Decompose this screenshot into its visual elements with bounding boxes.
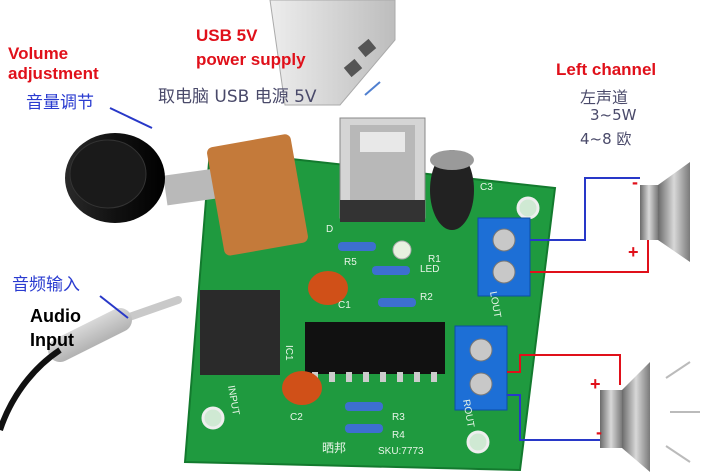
silk-r5: R5	[344, 257, 357, 268]
capacitor-c1	[308, 271, 348, 305]
impedance-spec: 4~8 欧	[580, 130, 632, 148]
left-wire-positive	[530, 232, 649, 273]
silk-r4: R4	[392, 430, 405, 441]
resistors	[338, 242, 416, 433]
capacitor-c2	[282, 371, 322, 405]
audio-label-en: Audio Input	[30, 306, 81, 350]
silk-rout: ROUT	[460, 399, 476, 429]
usb-label-cn: 取电脑 USB 电源 5V	[158, 87, 317, 107]
left-speaker-icon	[640, 162, 690, 262]
capacitor-c3	[430, 150, 474, 230]
silk-c3: C3	[480, 182, 493, 193]
silk-r3: R3	[392, 412, 405, 423]
audio-jack-socket	[200, 290, 280, 375]
audio-plug-icon	[0, 296, 182, 431]
right-minus: -	[596, 422, 602, 442]
ic-chip	[305, 322, 445, 374]
audio-arrow-icon	[99, 295, 129, 319]
silk-input: INPUT	[225, 385, 241, 416]
left-channel-label-en: Left channel	[556, 60, 657, 79]
silk-d: D	[326, 224, 333, 235]
audio-label-cn: 音频输入	[12, 275, 80, 295]
silk-brand: 晒邦	[322, 441, 346, 455]
led	[392, 240, 412, 260]
silk-c1: C1	[338, 300, 351, 311]
usb-arrow-icon	[364, 81, 381, 96]
left-channel-label-cn: 左声道	[580, 88, 629, 107]
volume-knob	[65, 133, 308, 256]
volume-label-cn: 音量调节	[26, 93, 94, 113]
right-speaker-icon	[600, 361, 700, 472]
left-wire-negative	[530, 177, 640, 241]
right-wire-positive	[507, 354, 621, 385]
usb-label-en: USB 5V power supply	[196, 26, 306, 69]
silk-led: LED	[420, 264, 439, 275]
silk-lout: LOUT	[487, 291, 502, 319]
power-spec: 3~5W	[590, 106, 637, 124]
right-wire-negative	[507, 394, 600, 441]
left-plus: +	[628, 242, 639, 262]
silk-ic1: IC1	[283, 345, 294, 361]
volume-arrow-icon	[109, 107, 153, 129]
usb-socket	[339, 117, 426, 222]
silk-r2: R2	[420, 292, 433, 303]
usb-plug-icon	[269, 0, 396, 106]
silk-c2: C2	[290, 412, 303, 423]
volume-label-en: Volume adjustment	[8, 44, 99, 83]
silk-r1: R1	[428, 254, 441, 265]
left-terminal-block	[477, 217, 531, 297]
right-terminal-block	[454, 325, 508, 411]
left-minus: -	[632, 172, 638, 192]
silk-sku: SKU:7773	[378, 446, 424, 457]
right-plus: +	[590, 374, 601, 394]
